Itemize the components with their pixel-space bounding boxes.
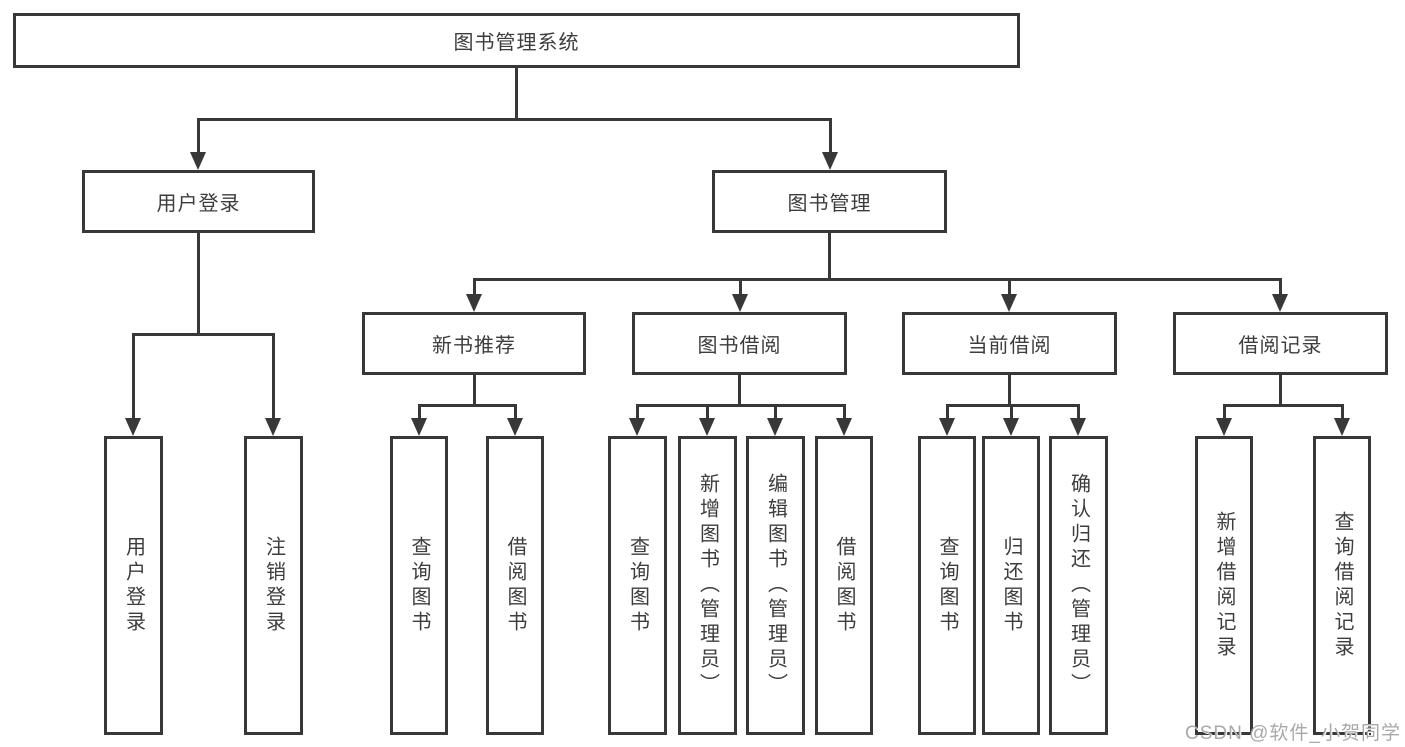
- connector-drop-borrow-records: [1279, 278, 1282, 298]
- connector-br-stub: [1279, 375, 1282, 407]
- node-book-borrowing: 图书借阅: [632, 312, 847, 375]
- node-current-borrowing: 当前借阅: [902, 312, 1117, 375]
- connector-drop-cb-confirm: [1077, 404, 1080, 422]
- connector-cb-hline: [946, 404, 1080, 407]
- connector-drop-book-management: [829, 118, 832, 156]
- connector-drop-bb-query: [636, 404, 639, 422]
- connector-drop-nbr-borrow: [514, 404, 517, 422]
- connector-user-login-stub: [197, 233, 200, 336]
- connector-drop-bb-edit: [774, 404, 777, 422]
- connector-drop-book-borrow: [739, 278, 742, 298]
- arrow-bb-borrow: [836, 418, 852, 436]
- arrow-book-borrow: [732, 294, 748, 312]
- connector-nbr-hline: [418, 404, 517, 407]
- arrow-br-query: [1334, 418, 1350, 436]
- arrow-nbr-query: [411, 418, 427, 436]
- arrow-cb-return: [1003, 418, 1019, 436]
- watermark: CSDN @软件_小贺同学: [1185, 723, 1401, 744]
- node-leaf-bb-add-books-admin: 新增图书（管理员）: [678, 436, 737, 735]
- arrow-login: [125, 418, 141, 436]
- node-new-book-recommendation: 新书推荐: [362, 312, 586, 375]
- arrow-cb-query: [939, 418, 955, 436]
- node-leaf-bb-edit-books-admin: 编辑图书（管理员）: [746, 436, 805, 735]
- connector-drop-login: [132, 333, 135, 422]
- node-leaf-cb-return-books: 归还图书: [982, 436, 1040, 735]
- connector-drop-new-book-rec: [473, 278, 476, 298]
- arrow-bb-edit: [767, 418, 783, 436]
- node-user-login: 用户登录: [82, 170, 315, 233]
- connector-drop-user-login: [197, 118, 200, 156]
- connector-root-stub: [515, 68, 518, 120]
- connector-drop-cb-return: [1010, 404, 1013, 422]
- node-leaf-user-login: 用户登录: [104, 436, 163, 735]
- node-leaf-bb-query-books: 查询图书: [608, 436, 667, 735]
- arrow-user-login: [190, 152, 206, 170]
- connector-drop-logout: [272, 333, 275, 422]
- connector-user-login-hline: [132, 333, 275, 336]
- node-book-management: 图书管理: [712, 170, 947, 233]
- node-borrowing-records: 借阅记录: [1173, 312, 1388, 375]
- arrow-bb-query: [629, 418, 645, 436]
- connector-drop-br-add: [1223, 404, 1226, 422]
- arrow-book-management: [822, 152, 838, 170]
- arrow-br-add: [1216, 418, 1232, 436]
- arrow-cb-confirm: [1070, 418, 1086, 436]
- connector-br-hline: [1223, 404, 1344, 407]
- connector-cb-stub: [1008, 375, 1011, 407]
- connector-book-mgmt-stub: [828, 233, 831, 281]
- connector-drop-nbr-query: [418, 404, 421, 422]
- node-leaf-br-query-record: 查询借阅记录: [1313, 436, 1371, 735]
- connector-drop-cb-query: [946, 404, 949, 422]
- arrow-current-borrow: [1001, 294, 1017, 312]
- connector-bb-hline: [636, 404, 846, 407]
- connector-nbr-stub: [473, 375, 476, 407]
- connector-book-mgmt-hline: [473, 278, 1282, 281]
- node-leaf-bb-borrow-books: 借阅图书: [815, 436, 873, 735]
- connector-drop-br-query: [1341, 404, 1344, 422]
- node-leaf-cb-query-books: 查询图书: [918, 436, 976, 735]
- arrow-bb-add: [699, 418, 715, 436]
- arrow-new-book-rec: [466, 294, 482, 312]
- connector-drop-bb-borrow: [843, 404, 846, 422]
- node-leaf-nbr-query-books: 查询图书: [390, 436, 448, 735]
- node-library-management-system: 图书管理系统: [13, 13, 1020, 68]
- node-leaf-nbr-borrow-books: 借阅图书: [486, 436, 544, 735]
- connector-drop-bb-add: [706, 404, 709, 422]
- node-leaf-br-add-record: 新增借阅记录: [1195, 436, 1253, 735]
- connector-bb-stub: [738, 375, 741, 407]
- arrow-borrow-records: [1272, 294, 1288, 312]
- node-leaf-logout: 注销登录: [244, 436, 303, 735]
- arrow-logout: [265, 418, 281, 436]
- node-leaf-cb-confirm-return-admin: 确认归还（管理员）: [1049, 436, 1108, 735]
- connector-root-hline: [197, 118, 832, 121]
- arrow-nbr-borrow: [507, 418, 523, 436]
- connector-drop-current-borrow: [1008, 278, 1011, 298]
